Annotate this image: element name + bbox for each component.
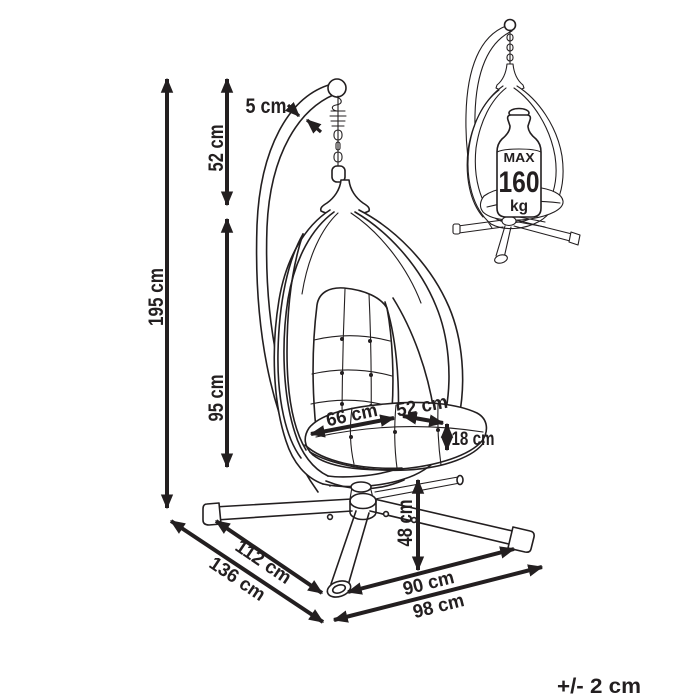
dim-pole-diameter: 5 cm <box>246 95 323 134</box>
inset-right-foot <box>568 231 581 246</box>
dim-chair-height: 95 cm <box>205 217 234 469</box>
tolerance-note: +/- 2 cm <box>557 675 641 698</box>
dim-label-ground-clearance: 48 cm <box>394 500 417 547</box>
max-load-weight: MAX 160 kg <box>496 107 542 218</box>
max-load-label: MAX <box>504 150 535 165</box>
dim-upper-pole-section: 52 cm <box>205 77 234 207</box>
suspension-hardware <box>319 95 371 217</box>
carabiner-icon <box>331 165 346 183</box>
dim-label-cushion-thickness: 18 cm <box>452 429 495 450</box>
egg-chair <box>273 206 488 500</box>
dim-base-diagonal: 136 cm <box>169 519 325 624</box>
base-hub <box>349 492 377 521</box>
chair-bottom <box>325 479 405 500</box>
dim-label-chair-height: 95 cm <box>205 375 228 422</box>
max-load-inset: MAX 160 kg <box>452 18 581 264</box>
inset-hub <box>501 215 517 227</box>
side-bolster <box>392 297 435 413</box>
hook-icon <box>331 96 342 112</box>
dim-cushion-thickness: 18 cm <box>440 422 495 452</box>
inset-stand <box>465 18 517 229</box>
inset-pole-ball-cap <box>503 18 517 32</box>
inset-base <box>452 215 581 264</box>
inset-front-foot <box>494 254 508 264</box>
swivel-joint <box>350 481 372 493</box>
rear-shell <box>277 233 304 459</box>
max-load-value: 160 <box>499 166 540 199</box>
dim-total-height: 195 cm <box>145 77 174 510</box>
dim-label-upper-pole: 52 cm <box>205 125 228 172</box>
dim-label-total-height: 195 cm <box>145 268 168 326</box>
egg-frame <box>273 209 464 488</box>
pole-ball-cap <box>327 78 347 98</box>
dim-label-pole-diameter: 5 cm <box>246 95 287 118</box>
spring-icon <box>329 110 347 127</box>
chain-icon <box>333 129 343 163</box>
backrest-cushion <box>310 287 435 432</box>
weight-icon <box>496 114 542 218</box>
max-load-unit: kg <box>510 198 528 215</box>
dim-base-front-span: 90 cm <box>346 546 516 600</box>
right-foot <box>507 526 535 553</box>
